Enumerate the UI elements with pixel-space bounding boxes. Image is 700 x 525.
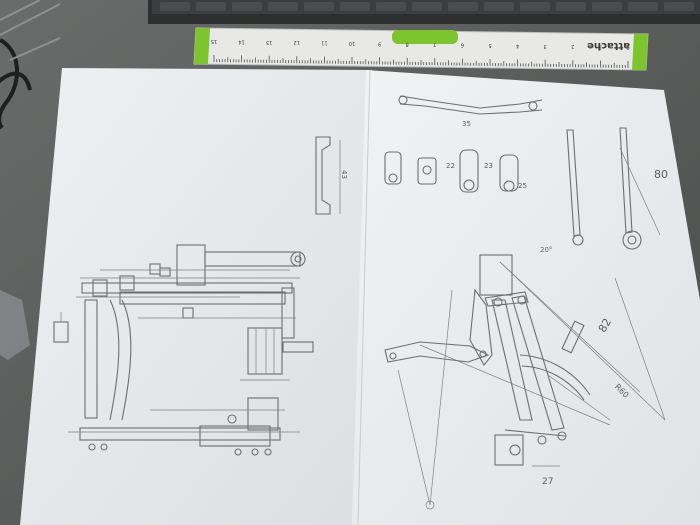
dim-label-35: 35 xyxy=(462,120,471,128)
dim-label-25: 25 xyxy=(518,182,527,190)
ruler-number: 0 xyxy=(626,44,629,50)
ruler-number: 14 xyxy=(238,38,244,44)
dim-label-22: 22 xyxy=(446,162,455,170)
ruler-number: 1 xyxy=(599,44,602,50)
paper-sheet-left xyxy=(20,68,372,525)
ruler-number: 12 xyxy=(294,39,300,45)
dim-label-43: 43 xyxy=(340,170,348,179)
ruler-number: 11 xyxy=(321,40,327,46)
dim-label-23: 23 xyxy=(484,162,493,170)
cables xyxy=(0,38,32,130)
ruler-number: 2 xyxy=(571,43,574,49)
ruler-number: 10 xyxy=(349,40,355,46)
ruler-number: 5 xyxy=(488,42,491,48)
ruler-number: 3 xyxy=(544,43,547,49)
ruler-number: 6 xyxy=(461,42,464,48)
plastic-block xyxy=(0,290,30,360)
paper-sheet-right xyxy=(352,70,700,525)
mechanism-drawing-right xyxy=(384,95,666,510)
mechanism-drawing-left xyxy=(53,136,341,456)
keyboard xyxy=(148,0,700,24)
ruler-number: 15 xyxy=(211,38,217,44)
ruler-brand: attache xyxy=(587,40,630,51)
dim-label-82: 82 xyxy=(596,316,614,335)
ruler-number: 13 xyxy=(266,39,272,45)
dim-label-80: 80 xyxy=(654,168,668,181)
metal-rods xyxy=(0,0,61,61)
ruler-number: 9 xyxy=(378,40,381,46)
ruler-number: 8 xyxy=(406,41,409,47)
ruler-number: 4 xyxy=(516,42,519,48)
ruler-number: 7 xyxy=(433,41,436,47)
dim-label-27: 27 xyxy=(542,477,553,487)
dim-label-angle: 20° xyxy=(540,246,552,254)
